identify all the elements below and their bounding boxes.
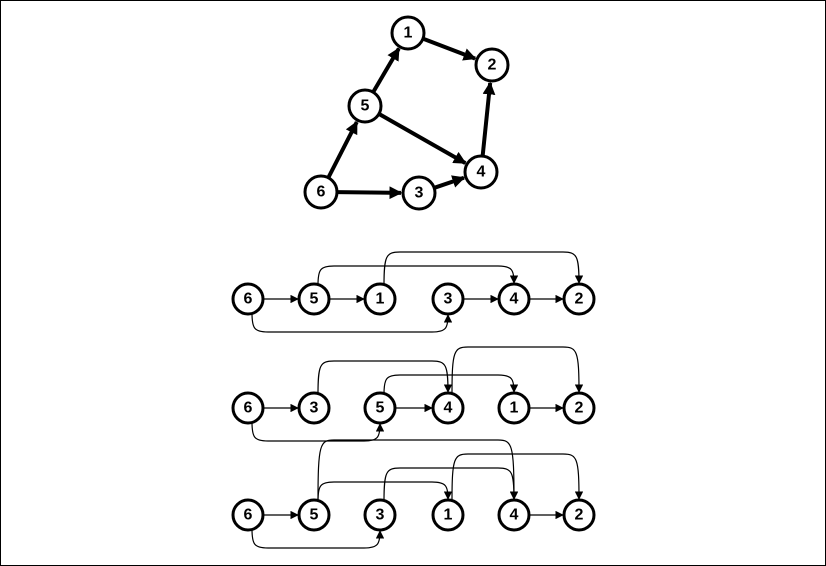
- order-arc-1-2: [451, 453, 584, 502]
- order-node-circle: [231, 282, 265, 316]
- ordering-row-2: 6 3 5 4 1 2: [231, 346, 596, 442]
- order-node-circle: [297, 498, 331, 532]
- order-arc-4-2: [451, 346, 584, 395]
- order-arc-3-4: [383, 467, 519, 502]
- order-node-label: 4: [444, 400, 453, 417]
- graph-node-label: 4: [477, 164, 486, 181]
- order-node-circle: [297, 282, 331, 316]
- order-node-4: 4: [431, 391, 465, 425]
- order-arc-6-5: [251, 421, 385, 442]
- graph-node-circle: [347, 88, 383, 124]
- order-node-label: 2: [575, 400, 584, 417]
- order-node-6: 6: [231, 282, 265, 316]
- order-node-label: 4: [510, 291, 519, 308]
- order-node-circle: [363, 282, 397, 316]
- order-node-circle: [562, 391, 596, 425]
- graph-edge-4-2: [480, 81, 496, 156]
- order-node-circle: [562, 282, 596, 316]
- order-node-1: 1: [431, 498, 465, 532]
- order-node-circle: [497, 391, 531, 425]
- graph-node-circle: [474, 47, 510, 83]
- order-node-3: 3: [363, 498, 397, 532]
- order-node-label: 2: [575, 291, 584, 308]
- graph-edge-1-2: [423, 37, 477, 61]
- graph-node-1: 1: [390, 15, 426, 51]
- order-arc-6-3: [251, 312, 453, 333]
- graph-node-circle: [303, 174, 339, 210]
- order-node-2: 2: [562, 282, 596, 316]
- ordering-row-1: 6 5 1 3 4 2: [231, 251, 596, 333]
- order-arc-1-2: [383, 251, 584, 286]
- order-node-4: 4: [497, 282, 531, 316]
- graph-node-6: 6: [303, 174, 339, 210]
- order-node-label: 2: [575, 507, 584, 524]
- order-node-circle: [231, 498, 265, 532]
- order-node-label: 5: [310, 291, 319, 308]
- order-node-3: 3: [297, 391, 331, 425]
- order-node-circle: [363, 391, 397, 425]
- order-node-label: 1: [376, 291, 385, 308]
- order-node-3: 3: [431, 282, 465, 316]
- graph-node-label: 6: [317, 184, 326, 201]
- order-node-circle: [231, 391, 265, 425]
- order-node-label: 6: [244, 291, 253, 308]
- order-node-circle: [363, 498, 397, 532]
- order-node-circle: [297, 391, 331, 425]
- order-node-circle: [431, 282, 465, 316]
- graph-node-label: 2: [488, 57, 497, 74]
- order-arc-5-1: [317, 481, 453, 502]
- graph-node-2: 2: [474, 47, 510, 83]
- order-node-circle: [431, 391, 465, 425]
- order-node-label: 4: [510, 507, 519, 524]
- order-arc-5-1: [383, 374, 519, 395]
- topological-orderings: 6 5 1 3 4 2 6 3 5 4 1 2 6 5 3 1 4 2: [231, 251, 596, 549]
- graph-node-circle: [463, 154, 499, 190]
- graph-node-label: 1: [404, 25, 413, 42]
- graph-node-circle: [390, 15, 426, 51]
- order-node-circle: [497, 282, 531, 316]
- order-node-2: 2: [562, 391, 596, 425]
- order-arc-5-4: [317, 265, 519, 286]
- graph-node-label: 3: [415, 185, 424, 202]
- dag-graph: 1 2 3 4 5 6: [303, 15, 510, 211]
- order-node-label: 5: [376, 400, 385, 417]
- graph-node-5: 5: [347, 88, 383, 124]
- order-node-6: 6: [231, 498, 265, 532]
- order-node-1: 1: [497, 391, 531, 425]
- order-node-circle: [497, 498, 531, 532]
- order-node-label: 3: [310, 400, 319, 417]
- graph-edge-3-4: [434, 175, 466, 190]
- order-node-4: 4: [497, 498, 531, 532]
- order-node-label: 6: [244, 400, 253, 417]
- order-node-label: 6: [244, 507, 253, 524]
- order-node-5: 5: [297, 498, 331, 532]
- ordering-row-3: 6 5 3 1 4 2: [231, 439, 596, 549]
- graph-edge-6-3: [337, 186, 403, 200]
- order-node-circle: [431, 498, 465, 532]
- graph-node-circle: [401, 175, 437, 211]
- order-arc-5-4: [317, 439, 519, 502]
- order-arc-6-3: [251, 528, 385, 549]
- graph-node-4: 4: [463, 154, 499, 190]
- order-node-label: 3: [444, 291, 453, 308]
- order-node-1: 1: [363, 282, 397, 316]
- order-node-circle: [562, 498, 596, 532]
- order-node-label: 1: [510, 400, 519, 417]
- order-node-5: 5: [297, 282, 331, 316]
- order-arc-3-4: [317, 360, 453, 395]
- graph-node-label: 5: [361, 98, 370, 115]
- graph-edge-5-4: [378, 112, 467, 165]
- order-node-label: 3: [376, 507, 385, 524]
- order-node-label: 5: [310, 507, 319, 524]
- order-node-label: 1: [444, 507, 453, 524]
- order-node-6: 6: [231, 391, 265, 425]
- order-node-5: 5: [363, 391, 397, 425]
- graph-edge-6-5: [326, 120, 359, 178]
- order-node-2: 2: [562, 498, 596, 532]
- graph-edge-5-1: [371, 47, 401, 93]
- graph-node-3: 3: [401, 175, 437, 211]
